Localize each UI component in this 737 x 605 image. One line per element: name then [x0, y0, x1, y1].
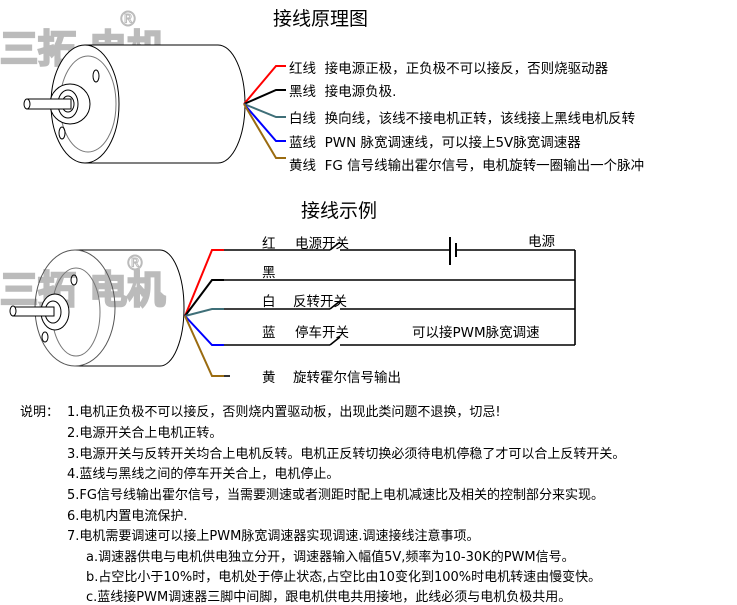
- watermark-bottom: 三拓 电机 ®: [0, 251, 166, 314]
- wire-color-name: 红线: [289, 61, 316, 77]
- wire-description: 换向线，该线不接电机正转，该线接上黑线电机反转: [324, 111, 636, 127]
- note-item: 5.FG信号线输出霍尔信号，当需要测速或者测距时配上电机减速比及相关的控制部分来…: [67, 488, 604, 503]
- note-item: 3.电源开关与反转开关均合上电机反转。电机正反转切换必须待电机停稳了才可以合上反…: [67, 447, 626, 462]
- motor-drawing-bottom: [9, 249, 185, 367]
- watermark-text-2: 三拓 电机: [0, 268, 165, 312]
- hall-output-label: 旋转霍尔信号输出: [293, 370, 401, 386]
- registered-mark: ®: [118, 7, 138, 31]
- diagram2-title: 接线示例: [301, 200, 378, 222]
- wire-label-yellow: 黄线 FG 信号线输出霍尔信号，电机旋转一圈输出一个脉冲: [289, 154, 644, 174]
- note-item: 7.电机需要调速可以接上PWM脉宽调速器实现调速.调速接线注意事项。: [67, 529, 480, 544]
- reverse-switch: [329, 300, 341, 310]
- wire2-color-black: 黑: [262, 265, 276, 281]
- registered-mark-2: ®: [125, 251, 145, 275]
- diagram1-title: 接线原理图: [273, 8, 369, 30]
- wire-label-white: 白线 换向线，该线不接电机正转，该线接上黑线电机反转: [289, 107, 635, 127]
- note-sub-item: b.占空比小于10%时，电机处于停止状态,占空比由10变化到100%时电机转速由…: [86, 570, 602, 585]
- note-item: 1.电机正负极不可以接反，否则烧内置驱动板，出现此类问题不退换，切忌!: [67, 405, 501, 420]
- note-sub-item: a.调速器供电与电机供电独立分开，调速器输入幅值5V,频率为10-30K的PWM…: [86, 550, 575, 565]
- reverse-switch-label: 反转开关: [293, 294, 347, 310]
- wire2-color-yellow: 黄: [262, 370, 276, 386]
- wire-label-black: 黑线 接电源负极.: [289, 80, 396, 100]
- wires-top: [243, 65, 286, 159]
- wire-label-blue: 蓝线 PWN 脉宽调速线，可以接上5V脉宽调速器: [289, 131, 581, 151]
- wire-description: FG 信号线输出霍尔信号，电机旋转一圈输出一个脉冲: [324, 158, 645, 174]
- wire2-color-red: 红: [262, 236, 276, 252]
- wire-color-name: 蓝线: [289, 135, 316, 151]
- motor-drawing-top: [23, 44, 246, 164]
- wire2-color-blue: 蓝: [262, 325, 276, 341]
- pwm-label: 可以接PWM脉宽调速: [412, 325, 540, 341]
- power-switch-label: 电源开关: [295, 236, 349, 252]
- power-source-label: 电源: [528, 234, 555, 250]
- note-item: 4.蓝线与黑线之间的停车开关合上，电机停止。: [67, 467, 340, 482]
- wire-color-name: 白线: [289, 111, 316, 127]
- wire-color-name: 黄线: [289, 158, 316, 174]
- note-item: 6.电机内置电流保护.: [67, 509, 188, 524]
- notes-heading: 说明：: [20, 405, 60, 420]
- circuit-lines: [224, 237, 576, 377]
- wire-description: 接电源负极.: [324, 84, 397, 100]
- stop-switch-label: 停车开关: [295, 325, 349, 341]
- wire-description: 接电源正极，正负极不可以接反，否则烧驱动器: [324, 61, 609, 77]
- power-switch: [329, 241, 341, 251]
- stop-switch: [329, 336, 341, 346]
- wire2-color-white: 白: [262, 294, 276, 310]
- note-item: 2.电源开关合上电机正转。: [67, 426, 223, 441]
- wires-bottom: [184, 249, 224, 377]
- wire-color-name: 黑线: [289, 84, 316, 100]
- wire-label-red: 红线 接电源正极，正负极不可以接反，否则烧驱动器: [289, 57, 608, 77]
- wire-description: PWN 脉宽调速线，可以接上5V脉宽调速器: [324, 135, 581, 151]
